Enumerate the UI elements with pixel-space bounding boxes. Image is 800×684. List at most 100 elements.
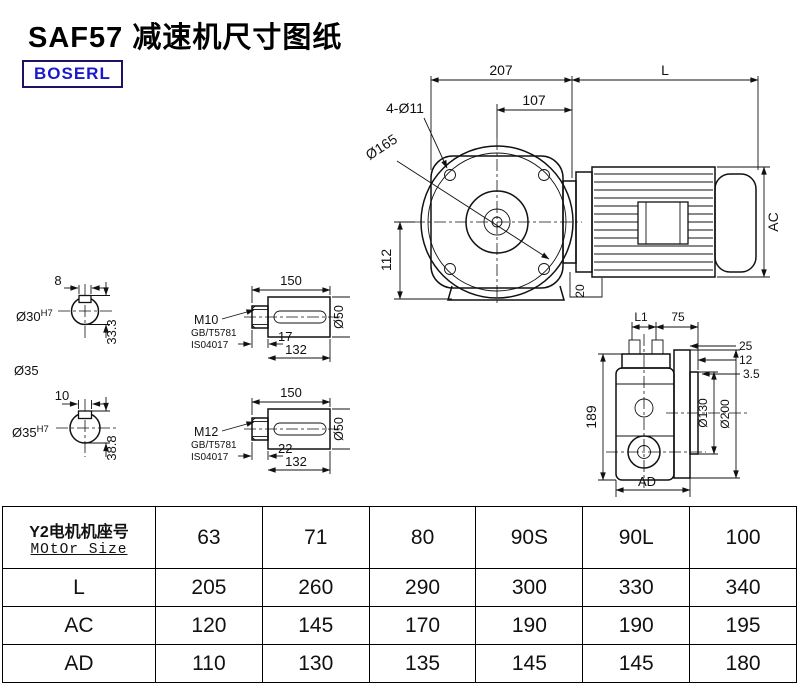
- bolt-holes: [444, 169, 550, 275]
- dim-3-5: 3.5: [701, 367, 760, 381]
- dim-150-b: 150: [251, 385, 331, 415]
- dim-189-label: 189: [583, 405, 599, 429]
- dim-8: 8: [54, 273, 106, 294]
- dim-10-label: 10: [55, 388, 69, 403]
- motor-size-cell: 80: [368, 505, 477, 570]
- table-cell: 110: [155, 644, 263, 683]
- std1-b-label: GB/T5781: [191, 440, 237, 451]
- dim-17-label: 17: [278, 329, 292, 344]
- thread-a-label: M10: [194, 313, 218, 327]
- dim-8-label: 8: [54, 273, 61, 288]
- dim-12: 12: [697, 353, 753, 367]
- table-cell: 120: [155, 606, 263, 646]
- dim-4xd11-label: 4-Ø11: [386, 100, 424, 116]
- dim-d200-label: Ø200: [718, 399, 732, 429]
- table-cell: 190: [582, 606, 691, 646]
- table-cell: 330: [582, 568, 691, 608]
- dim-L1-label: L1: [634, 310, 648, 324]
- table-header-row: Y2电机机座号 MOtOr Size 63 71 80 90S 90L 100: [2, 505, 797, 570]
- std2-a-label: IS04017: [191, 340, 229, 351]
- dim-112: 112: [378, 221, 452, 300]
- std2-b-label: IS04017: [191, 452, 229, 463]
- shaft-view-a: 150 M10 GB/T5781 IS04017 17 132: [191, 273, 350, 362]
- table-cell: 300: [475, 568, 584, 608]
- table-cell: 190: [475, 606, 584, 646]
- dim-4xd11: 4-Ø11: [386, 100, 448, 169]
- brand-logo: BOSERL: [22, 60, 123, 88]
- table-header-cell: Y2电机机座号 MOtOr Size: [2, 505, 156, 570]
- dim-22: 22: [238, 441, 292, 460]
- motor-size-table: Y2电机机座号 MOtOr Size 63 71 80 90S 90L 100 …: [2, 505, 797, 683]
- dim-25: 25: [689, 339, 753, 353]
- dim-150-a: 150: [251, 273, 331, 303]
- table-header-cn: Y2电机机座号: [29, 523, 129, 541]
- motor-size-cell: 90L: [582, 505, 691, 570]
- row-label-AD: AD: [2, 644, 156, 683]
- dim-33-3: 33.3: [88, 282, 119, 345]
- dim-d130: Ø130: [696, 371, 718, 455]
- dim-107-label: 107: [522, 92, 546, 108]
- table-cell: 290: [368, 568, 477, 608]
- dim-132-a-label: 132: [285, 342, 307, 357]
- table-cell: 205: [155, 568, 263, 608]
- dim-150-a-label: 150: [280, 273, 302, 288]
- table-cell: 260: [261, 568, 370, 608]
- dim-17: 17: [238, 329, 292, 348]
- dim-AD-label: AD: [638, 474, 656, 489]
- row-label-L: L: [2, 568, 156, 608]
- table-row-AC: AC 120 145 170 190 190 195: [2, 606, 797, 646]
- page-title: SAF57 减速机尺寸图纸: [28, 22, 343, 54]
- dim-L: L: [571, 62, 759, 170]
- motor-size-cell: 63: [155, 505, 263, 570]
- dim-10: 10: [55, 388, 108, 409]
- dim-75-label: 75: [671, 310, 685, 324]
- dim-207: 207: [430, 62, 573, 178]
- bore-b-label: Ø35H7: [12, 424, 49, 440]
- dim-d165-label: Ø165: [363, 131, 401, 163]
- front-view: 207 L 107 4-Ø11 Ø165: [363, 62, 781, 306]
- table-cell: 195: [689, 606, 797, 646]
- dim-38-8-label: 38.8: [104, 435, 119, 460]
- dim-d50-a: Ø50: [332, 296, 350, 338]
- dim-d50-b-label: Ø50: [332, 417, 346, 441]
- table-cell: 170: [368, 606, 477, 646]
- dim-150-b-label: 150: [280, 385, 302, 400]
- dim-AD: AD: [615, 474, 691, 497]
- dim-25-label: 25: [739, 339, 753, 353]
- bore-view-b: 10 Ø35H7 38.8: [12, 388, 119, 461]
- dim-d50-b: Ø50: [332, 408, 350, 450]
- dim-132-b-label: 132: [285, 454, 307, 469]
- dim-AC-label: AC: [765, 212, 781, 231]
- thread-callout-b: M12 GB/T5781 IS04017: [191, 421, 255, 463]
- motor-size-cell: 90S: [475, 505, 584, 570]
- dim-38-8: 38.8: [88, 397, 119, 461]
- technical-drawing: 207 L 107 4-Ø11 Ø165: [12, 62, 781, 497]
- motor-size-cell: 100: [689, 505, 797, 570]
- dim-20-label: 20: [573, 284, 587, 298]
- brand-text: BOSERL: [34, 64, 111, 83]
- table-header-en: MOtOr Size: [30, 541, 128, 558]
- dim-189: 189: [583, 353, 622, 481]
- table-row-AD: AD 110 130 135 145 145 180: [2, 644, 797, 683]
- table-cell: 180: [689, 644, 797, 683]
- bore-a-label: Ø30H7: [16, 308, 53, 324]
- row-label-AC: AC: [2, 606, 156, 646]
- std1-a-label: GB/T5781: [191, 328, 237, 339]
- dim-132-b: 132: [267, 451, 331, 474]
- note-d35-label: Ø35: [14, 363, 39, 378]
- dim-112-label: 112: [378, 249, 394, 272]
- bore-view-a: 8 Ø30H7 33.3 Ø35: [14, 273, 119, 378]
- table-row-L: L 205 260 290 300 330 340: [2, 568, 797, 608]
- table-cell: 135: [368, 644, 477, 683]
- motor-body: [562, 166, 757, 278]
- table-cell: 340: [689, 568, 797, 608]
- dim-d50-a-label: Ø50: [332, 305, 346, 329]
- dim-L-label: L: [661, 62, 669, 78]
- table-cell: 145: [582, 644, 691, 683]
- dim-3-5-label: 3.5: [743, 367, 760, 381]
- shaft-view-b: 150 M12 GB/T5781 IS04017 22 132: [191, 385, 350, 474]
- thread-b-label: M12: [194, 425, 218, 439]
- table-cell: 145: [475, 644, 584, 683]
- dim-d130-label: Ø130: [696, 398, 710, 428]
